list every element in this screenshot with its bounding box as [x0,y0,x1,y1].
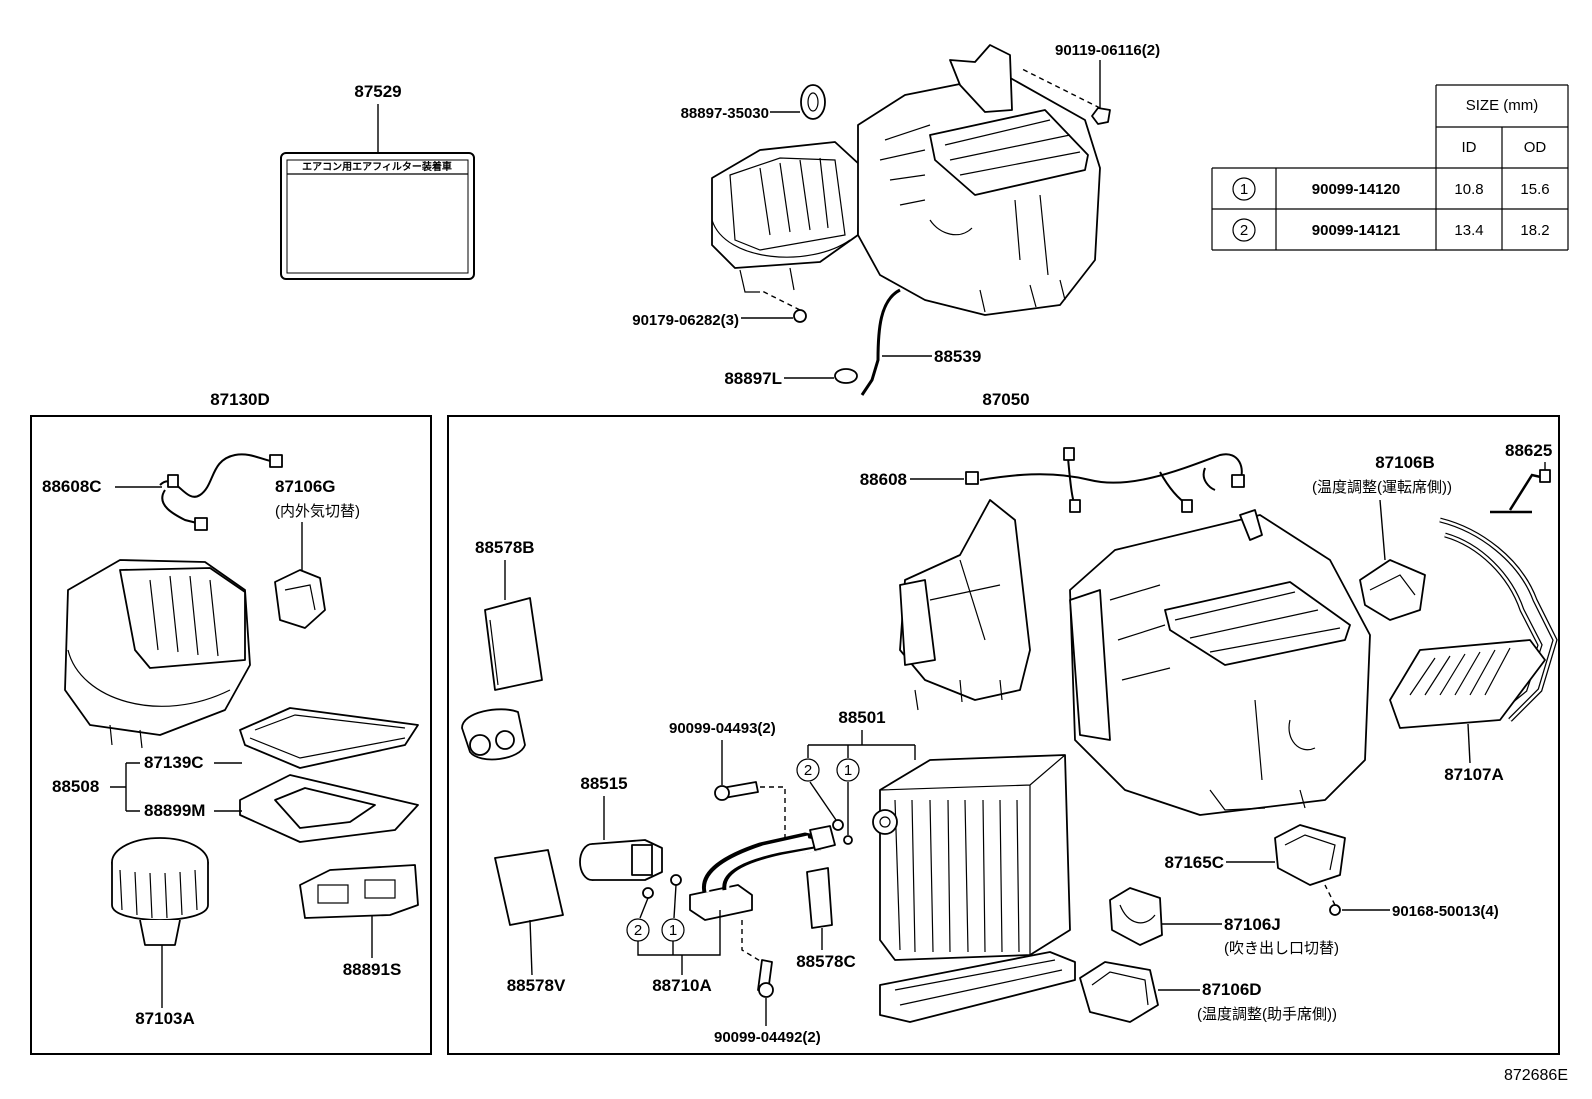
evaporator-core [872,754,1071,961]
blower-motor-87103a [111,837,209,946]
label-88539[interactable]: 88539 [934,347,981,366]
valve-assembly [689,825,836,921]
label-87130d[interactable]: 87130D [210,390,270,409]
sensor-round [461,708,526,761]
size-table-row2-mark: 2 [1240,222,1248,239]
circle-2-88501 [796,758,820,782]
size-table-row2-id: 13.4 [1454,222,1483,239]
label-87103a[interactable]: 87103A [135,1009,195,1028]
label-87165c[interactable]: 87165C [1164,853,1224,872]
label-90168-50013[interactable]: 90168-50013(4) [1392,903,1499,920]
svg-text:2: 2 [804,762,812,779]
size-table-header: SIZE (mm) [1466,97,1539,114]
pad-88578v [494,849,564,926]
actuator-87165c [1274,824,1346,886]
bracket-88891s [299,864,419,919]
label-88710a[interactable]: 88710A [652,976,712,995]
hvac-assembly-top [711,44,1111,396]
group-box-87130d [30,415,432,1055]
size-table-row1-mark: 1 [1240,181,1248,198]
label-88899m[interactable]: 88899M [144,801,205,820]
label-87106b[interactable]: 87106B [1375,453,1435,472]
filter-87139c [239,707,419,769]
label-87107a[interactable]: 87107A [1444,765,1504,784]
size-table-row1-part[interactable]: 90099-14120 [1312,181,1400,198]
label-88501[interactable]: 88501 [838,708,885,727]
pad-88578c [806,867,833,929]
label-88625[interactable]: 88625 [1505,441,1552,460]
size-table-row2-od: 18.2 [1520,222,1549,239]
label-88578c[interactable]: 88578C [796,952,856,971]
label-88608[interactable]: 88608 [860,470,907,489]
label-87106j[interactable]: 87106J [1224,915,1281,934]
label-90179-06282[interactable]: 90179-06282(3) [632,312,739,329]
actuator-87106d [1079,961,1159,1023]
sensor-88515 [579,839,663,881]
harness-88608 [965,447,1245,513]
size-table-col-id: ID [1462,139,1477,156]
label-90099-04492[interactable]: 90099-04492(2) [714,1029,821,1046]
label-88897l[interactable]: 88897L [724,369,782,388]
label-88578v[interactable]: 88578V [507,976,566,995]
label-88897-35030[interactable]: 88897-35030 [681,105,769,122]
harness-88608c [159,453,276,498]
actuator-87106b [1359,559,1426,621]
svg-text:1: 1 [669,922,677,939]
group-box-87050 [447,415,1560,1055]
circle-1-88501 [836,758,860,782]
size-table-row1-id: 10.8 [1454,181,1483,198]
svg-text:2: 2 [634,922,642,939]
label-88608c[interactable]: 88608C [42,477,102,496]
size-table: SIZE (mm) ID OD 1 90099-14120 10.8 15.6 … [1211,84,1569,251]
size-table-row2-part[interactable]: 90099-14121 [1312,222,1400,239]
label-87050[interactable]: 87050 [982,390,1029,409]
filter-sticker-87529 [280,152,475,280]
note-87106b: (温度調整(運転席側)) [1312,479,1452,496]
label-87106d[interactable]: 87106D [1202,980,1262,999]
label-87106g[interactable]: 87106G [275,477,336,496]
actuator-87106g [274,569,326,629]
label-88578b[interactable]: 88578B [475,538,535,557]
actuator-87106j [1109,887,1163,946]
heater-core-87107a [1389,517,1558,729]
label-87139c[interactable]: 87139C [144,753,204,772]
note-87106d: (温度調整(助手席側)) [1197,1006,1337,1023]
duct-left [899,499,1031,711]
svg-text:1: 1 [844,762,852,779]
drain-tray [879,951,1076,1023]
label-90099-04493[interactable]: 90099-04493(2) [669,720,776,737]
label-88508[interactable]: 88508 [52,777,99,796]
sticker-text: エアコン用エアフィルター装着車 [302,160,452,173]
heater-case [1069,509,1371,816]
label-88515[interactable]: 88515 [580,774,627,793]
label-90119-06116[interactable]: 90119-06116(2) [1055,42,1160,59]
label-88891s[interactable]: 88891S [343,960,402,979]
blower-case [64,559,251,749]
label-87529[interactable]: 87529 [354,82,401,101]
note-87106g: (内外気切替) [275,503,360,520]
note-87106j: (吹き出し口切替) [1224,940,1339,957]
pad-88578b [484,597,543,691]
figure-code: 872686E [1504,1067,1568,1084]
size-table-row1-od: 15.6 [1520,181,1549,198]
size-table-col-od: OD [1524,139,1547,156]
